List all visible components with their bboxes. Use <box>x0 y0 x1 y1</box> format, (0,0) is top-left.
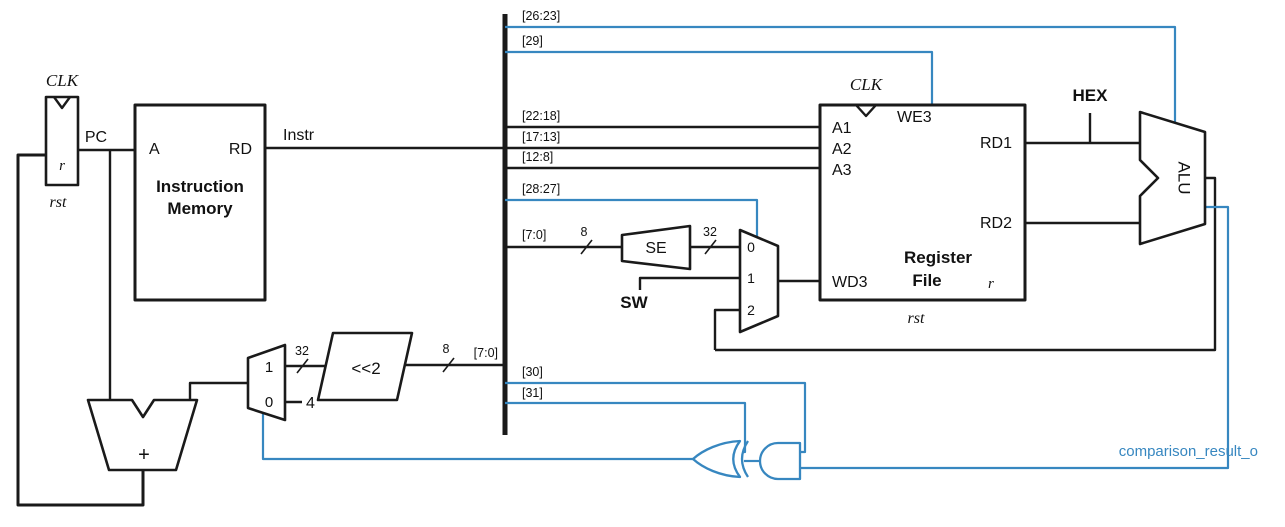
pc-mux-group: 1 0 4 <box>246 343 315 422</box>
rf-port-we3: WE3 <box>897 109 932 126</box>
bus-label-29: [29] <box>522 34 543 48</box>
pc-adder <box>86 398 199 472</box>
register-file-group: CLK A1 A2 A3 WE3 RD1 RD2 WD3 Register Fi… <box>818 75 1027 327</box>
wd3-mux-in0: 0 <box>747 239 755 255</box>
shift-left-group: <<2 <box>316 331 414 402</box>
wd3-mux-group: 0 1 2 <box>738 228 780 334</box>
slash-icon <box>442 357 455 373</box>
rf-port-a3: A3 <box>832 162 852 179</box>
comparison-result-label: comparison_result_o <box>1119 443 1258 460</box>
pc-clk-label: CLK <box>46 71 80 90</box>
width-32-bottom: 32 <box>295 344 309 358</box>
clock-edge-icon <box>855 104 877 118</box>
rf-name-2: File <box>912 271 941 290</box>
wire-aluresult-to-mux <box>713 308 740 350</box>
wire-pc-feedback <box>16 153 145 507</box>
instruction-memory-group: A RD Instruction Memory Instr <box>133 103 315 302</box>
alu-label: ALU <box>1175 161 1194 194</box>
rf-port-a1: A1 <box>832 120 852 137</box>
im-name-2: Memory <box>167 199 233 218</box>
bus-label-28-27: [28:27] <box>522 182 560 196</box>
data-wires <box>16 14 1217 507</box>
wire-ctl-29 <box>505 50 934 105</box>
rf-port-rd1: RD1 <box>980 135 1012 152</box>
pc-mux <box>246 343 287 422</box>
xor-gate-input-arc-icon <box>740 440 749 478</box>
pc-rst-label: rst <box>50 194 67 211</box>
width-8-top: 8 <box>581 225 588 239</box>
bus-label-7-0-top: [7:0] <box>522 228 546 242</box>
shift-left-2-label: <<2 <box>351 359 380 378</box>
adder-plus-label: + <box>138 444 150 466</box>
sw-input-label: SW <box>620 293 648 312</box>
wire-ctl-26-23 <box>505 25 1177 122</box>
rf-name-1: Register <box>904 248 972 267</box>
xor-gate-icon <box>691 439 742 479</box>
wire-ctl-30 <box>505 381 807 454</box>
wire-sw <box>638 276 740 290</box>
sign-extend-group: SE SW <box>620 224 692 312</box>
im-port-rd: RD <box>229 141 252 158</box>
width-8-bottom: 8 <box>443 342 450 356</box>
rf-port-wd3: WD3 <box>832 274 868 291</box>
rf-clk-label: CLK <box>850 75 884 94</box>
bus-label-31: [31] <box>522 386 543 400</box>
shift-left-2-unit <box>316 331 414 402</box>
adder-group: + <box>86 398 199 472</box>
register-file <box>818 103 1027 302</box>
hex-group: HEX <box>1073 86 1109 105</box>
pc-register-group: CLK r rst PC <box>44 71 107 211</box>
bus-label-22-18: [22:18] <box>522 109 560 123</box>
pc-label: PC <box>85 129 107 146</box>
im-name-1: Instruction <box>156 177 244 196</box>
wire-branch-select <box>261 413 695 461</box>
pc-mux-in1: 1 <box>265 359 273 376</box>
hex-label: HEX <box>1073 86 1109 105</box>
wire-comparison-result <box>800 205 1230 470</box>
bus-label-30: [30] <box>522 365 543 379</box>
rf-port-rd2: RD2 <box>980 215 1012 232</box>
bus-width-marks: 8 32 8 32 <box>295 225 717 374</box>
rf-reset-pin-label: r <box>988 276 994 292</box>
pc-reset-pin-label: r <box>59 158 65 174</box>
bus-label-17-13: [17:13] <box>522 130 560 144</box>
bus-label-7-0-bottom: [7:0] <box>474 346 498 360</box>
sign-extend-unit <box>620 224 692 271</box>
instruction-memory <box>133 103 267 302</box>
bus-label-12-8: [12:8] <box>522 150 553 164</box>
control-wires <box>261 25 1230 470</box>
alu-unit <box>1138 110 1207 246</box>
pc-register <box>44 95 80 187</box>
sign-extend-label: SE <box>645 240 666 257</box>
rf-port-a2: A2 <box>832 141 852 158</box>
pc-mux-in0: 0 <box>265 394 273 411</box>
bus-label-26-23: [26:23] <box>522 9 560 23</box>
clock-edge-icon <box>53 96 71 110</box>
bus-field-labels: [26:23] [29] [22:18] [17:13] [12:8] [28:… <box>474 9 561 400</box>
instr-wire-label: Instr <box>283 127 315 144</box>
branch-logic-group: comparison_result_o <box>691 439 1258 481</box>
wd3-mux-in2: 2 <box>747 302 755 318</box>
slash-icon <box>296 358 309 374</box>
const-4-label: 4 <box>306 395 315 412</box>
slash-icon <box>580 239 593 255</box>
im-port-a: A <box>149 141 160 158</box>
alu-group: ALU <box>1138 110 1207 246</box>
wire-ctl-28-27 <box>505 198 759 237</box>
and-gate-icon <box>758 441 802 481</box>
wire-alu-out-feedback <box>715 176 1217 352</box>
wd3-mux <box>738 228 780 334</box>
wire-ctl-31 <box>505 401 747 454</box>
wire-mux-to-adder <box>188 381 248 400</box>
wd3-mux-in1: 1 <box>747 270 755 286</box>
slash-icon <box>704 239 717 255</box>
width-32-top: 32 <box>703 225 717 239</box>
rf-rst-label: rst <box>908 310 925 327</box>
